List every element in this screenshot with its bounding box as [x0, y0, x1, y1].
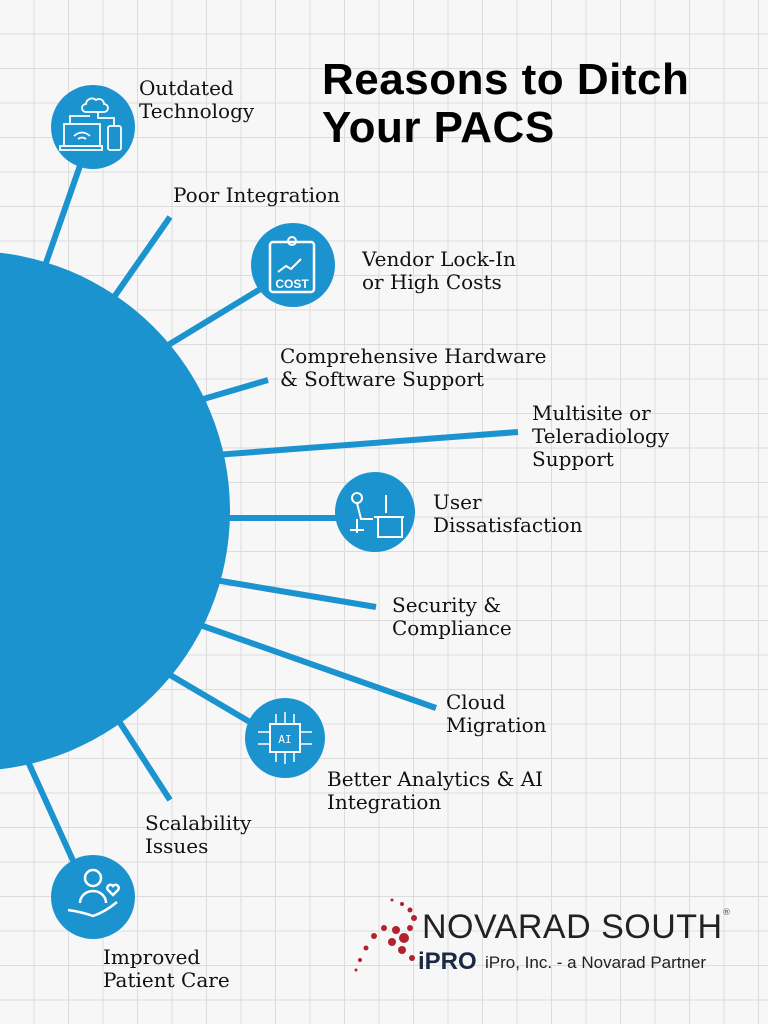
cost-clipboard-icon: COST: [251, 223, 335, 307]
label-security-compliance: Security & Compliance: [392, 593, 512, 640]
ai-chip-icon: AI: [245, 698, 325, 778]
spoke-cloud: [199, 622, 437, 711]
spiral-logo-mark: [354, 898, 422, 972]
title-line-2: Your PACS: [322, 103, 555, 152]
novarad-south-logo: NOVARAD SOUTH ® iPRO iPro, Inc. - a Nova…: [352, 898, 752, 978]
label-cloud-migration: Cloud Migration: [446, 690, 547, 737]
label-multisite: Multisite or Teleradiology Support: [532, 401, 670, 471]
spoke-security: [214, 577, 377, 610]
spoke-vendor: [158, 285, 264, 353]
svg-text:COST: COST: [275, 277, 309, 291]
title-line-1: Reasons to Ditch: [322, 55, 690, 104]
hub-circle: [0, 252, 230, 770]
label-outdated-technology: Outdated Technology: [139, 76, 255, 123]
cloud-devices-icon: [51, 85, 135, 169]
label-user-dissatisfaction: User Dissatisfaction: [433, 490, 583, 537]
spoke-poor-integration: [102, 215, 173, 312]
label-comprehensive-support: Comprehensive Hardware & Software Suppor…: [280, 344, 547, 391]
label-analytics-ai: Better Analytics & AI Integration: [327, 767, 544, 814]
logo-brand-text: NOVARAD SOUTH: [422, 908, 723, 946]
label-vendor-lock-in: Vendor Lock-In or High Costs: [362, 247, 516, 294]
spoke-patient: [22, 753, 78, 867]
frustrated-user-icon: [335, 472, 415, 552]
spoke-multisite: [214, 429, 519, 458]
patient-care-icon: [51, 855, 135, 939]
spoke-outdated: [37, 159, 85, 281]
page-title: Reasons to Ditch Your PACS: [322, 56, 689, 152]
registered-mark: ®: [722, 908, 731, 918]
logo-tagline: iPro, Inc. - a Novarad Partner: [485, 953, 707, 972]
ipro-logo-text: iPRO: [418, 948, 477, 975]
spoke-comprehensive: [199, 377, 269, 403]
label-scalability: Scalability Issues: [145, 811, 252, 858]
spoke-scalability: [112, 713, 173, 802]
label-patient-care: Improved Patient Care: [103, 945, 230, 992]
svg-text:AI: AI: [278, 733, 291, 746]
label-poor-integration: Poor Integration: [173, 183, 340, 207]
spoke-ai: [163, 669, 257, 728]
